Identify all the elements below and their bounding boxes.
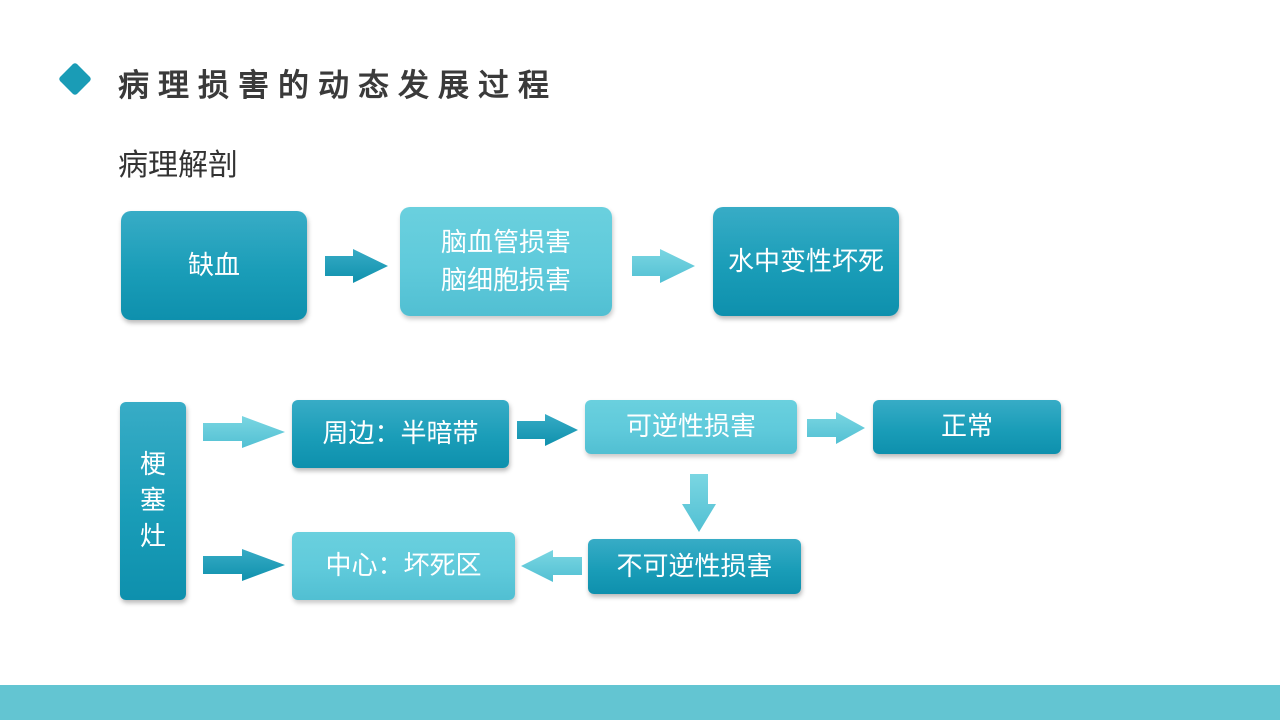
arrow-right-icon — [517, 414, 578, 446]
arrow-right-icon — [325, 249, 388, 283]
edema-necrosis-label: 水中变性坏死 — [727, 246, 884, 277]
arrow-left-icon — [521, 550, 582, 582]
infarct-char-1: 梗 — [139, 450, 166, 480]
normal-label: 正常 — [940, 412, 993, 442]
cell-damage-label: 脑细胞损害 — [440, 265, 571, 296]
vascular-damage-box: 脑血管损害 脑细胞损害 — [400, 207, 612, 316]
infarct-focus-box: 梗 塞 灶 — [120, 402, 186, 600]
periphery-penumbra-box: 周边：半暗带 — [292, 400, 509, 468]
page-title: 病理损害的动态发展过程 — [118, 68, 558, 104]
vascular-damage-label: 脑血管损害 — [440, 227, 571, 258]
section-subtitle: 病理解剖 — [118, 148, 238, 183]
periphery-penumbra-label: 周边：半暗带 — [322, 419, 479, 449]
edema-necrosis-box: 水中变性坏死 — [713, 207, 899, 316]
reversible-damage-box: 可逆性损害 — [585, 400, 797, 454]
arrow-right-icon — [203, 549, 285, 581]
center-necrosis-label: 中心：坏死区 — [325, 551, 482, 581]
arrow-down-icon — [682, 474, 716, 532]
ischemia-label: 缺血 — [187, 250, 240, 281]
irreversible-damage-label: 不可逆性损害 — [616, 551, 773, 582]
arrow-right-icon — [203, 416, 285, 448]
infarct-char-2: 塞 — [139, 486, 166, 516]
reversible-damage-label: 可逆性损害 — [625, 412, 756, 442]
footer-bar — [0, 685, 1280, 720]
irreversible-damage-box: 不可逆性损害 — [588, 539, 801, 594]
arrow-right-icon — [807, 412, 865, 444]
infarct-char-3: 灶 — [139, 522, 166, 552]
ischemia-box: 缺血 — [121, 211, 307, 320]
arrow-right-icon — [632, 249, 695, 283]
normal-box: 正常 — [873, 400, 1061, 454]
center-necrosis-box: 中心：坏死区 — [292, 532, 515, 600]
